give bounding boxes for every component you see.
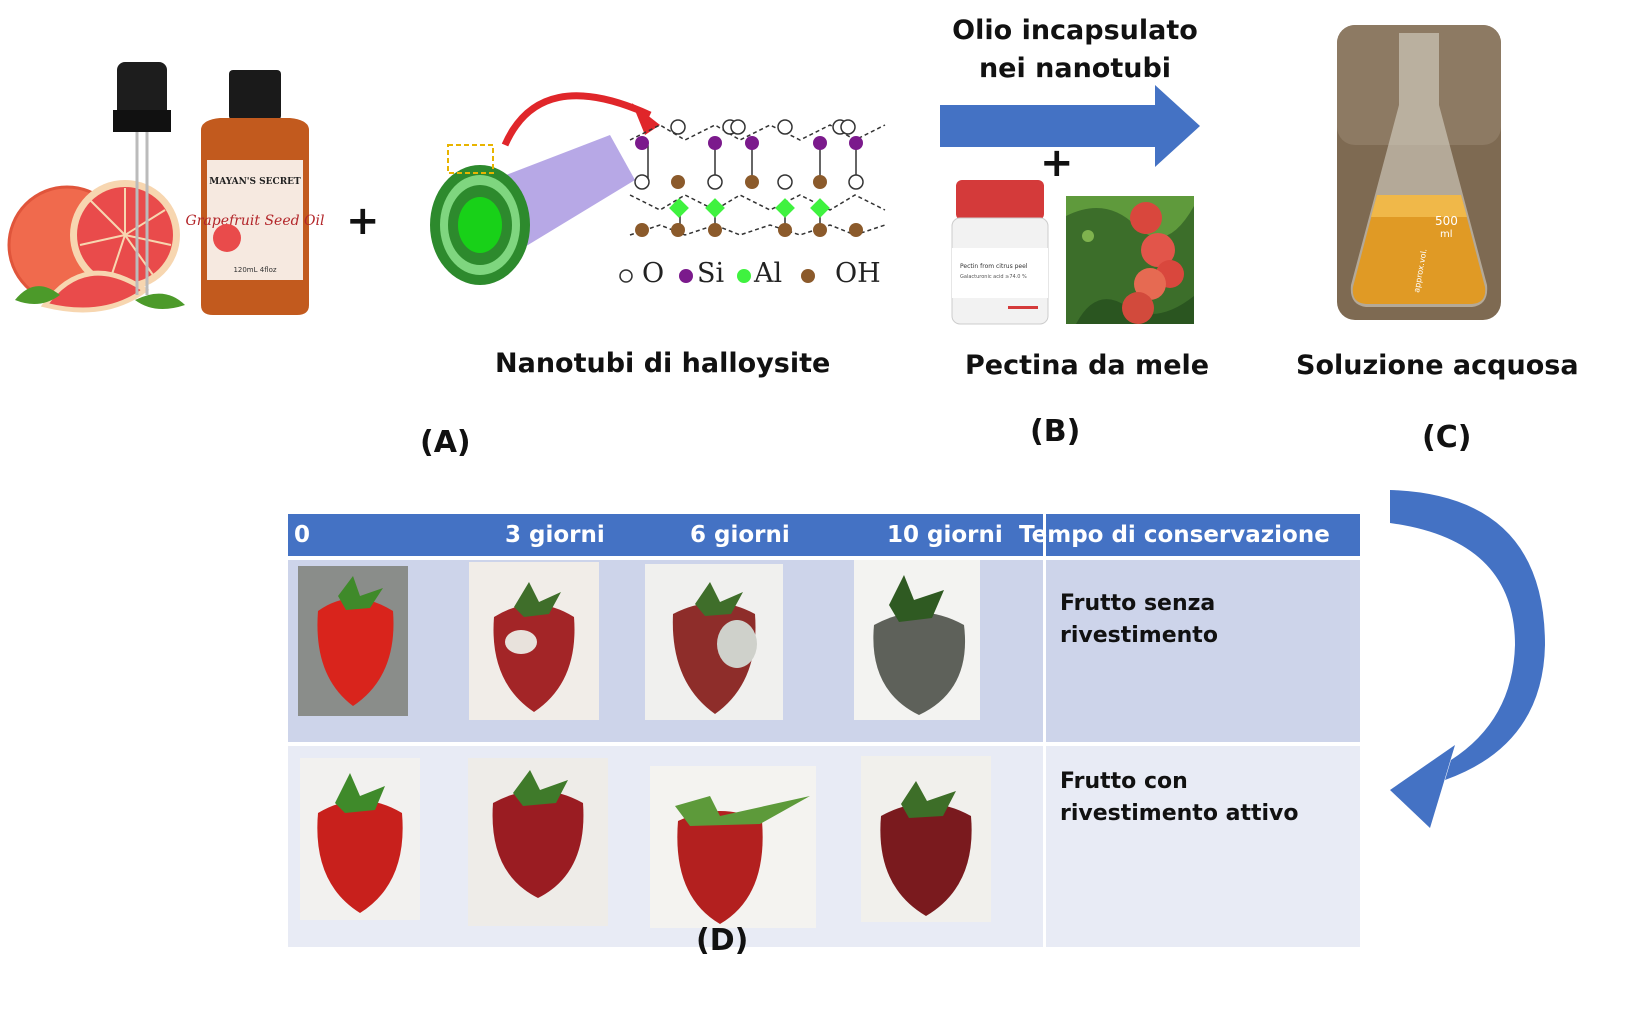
strawberry-coated-day-6 (650, 766, 816, 928)
legend-aluminium-marker (737, 269, 751, 283)
legend-oxygen-label: O (642, 258, 665, 289)
panel-label-a: (A) (420, 425, 471, 460)
header-day-10: 10 giorni (887, 522, 1003, 548)
strawberry-uncoated-day-3 (469, 562, 599, 720)
bottle-product: Grapefruit Seed Oil (186, 213, 325, 229)
flask-capacity: 500 (1435, 214, 1458, 228)
plus-sign-2: + (1040, 140, 1074, 186)
right-arrow (940, 85, 1200, 167)
jar-label-line2: Galacturonic acid ≥74.0 % (960, 274, 1027, 280)
curved-arrow (1390, 490, 1545, 828)
panel-label-d: (D) (696, 923, 749, 958)
legend-silicon-label: Si (697, 258, 725, 289)
header-day-6: 6 giorni (690, 522, 790, 548)
header-day-3: 3 giorni (505, 522, 605, 548)
halloysite-caption: Nanotubi di halloysite (495, 348, 831, 379)
strawberry-coated-day-0 (300, 758, 420, 920)
table-row-coated: Frutto con rivestimento attivo (288, 746, 1360, 947)
table-row-uncoated: Frutto senza rivestimento (288, 560, 1360, 742)
strawberry-uncoated-day-6 (645, 564, 783, 720)
legend-silicon-marker (679, 269, 693, 283)
grapefruit-oil-illustration: MAYAN'S SECRET Grapefruit Seed Oil 120mL… (7, 62, 325, 315)
legend-hydroxyl-marker (801, 269, 815, 283)
jar-label-line1: Pectin from citrus peel (960, 263, 1028, 270)
column-separator (1043, 514, 1046, 947)
header-storage-time: Tempo di conservazione (1019, 522, 1330, 548)
apples-photo (1066, 196, 1194, 324)
panel-label-b: (B) (1030, 414, 1081, 449)
legend-aluminium-label: Al (754, 258, 783, 289)
solution-caption: Soluzione acquosa (1296, 350, 1579, 381)
strawberry-coated-day-3 (468, 758, 608, 926)
halloysite-nanotube-diagram (430, 92, 886, 285)
pectin-caption: Pectina da mele (965, 350, 1210, 381)
row-label-uncoated: Frutto senza rivestimento (1060, 591, 1218, 648)
storage-table: 0 3 giorni 6 giorni 10 giorni Tempo di c… (288, 514, 1360, 947)
table-header: 0 3 giorni 6 giorni 10 giorni Tempo di c… (288, 514, 1360, 556)
row-label-coated: Frutto con rivestimento attivo (1060, 769, 1299, 826)
bottle-volume: 120mL 4floz (233, 266, 276, 274)
flask-unit: ml (1440, 229, 1453, 240)
flask-solution-image: 500 ml approx.vol. (1337, 25, 1501, 320)
panel-label-c: (C) (1422, 420, 1472, 455)
strawberry-coated-day-10 (861, 756, 991, 922)
pectin-jar-image: Pectin from citrus peel Galacturonic aci… (951, 180, 1049, 325)
legend-hydroxyl-label: OH (835, 258, 881, 289)
encapsulated-oil-caption: Olio incapsulato nei nanotubi (952, 15, 1198, 84)
legend-oxygen-marker (619, 269, 633, 283)
strawberry-uncoated-day-10 (854, 560, 980, 720)
bottle-brand: MAYAN'S SECRET (209, 177, 301, 187)
plus-sign-1: + (346, 198, 380, 244)
header-day-0: 0 (294, 522, 311, 548)
strawberry-uncoated-day-0 (298, 566, 408, 716)
